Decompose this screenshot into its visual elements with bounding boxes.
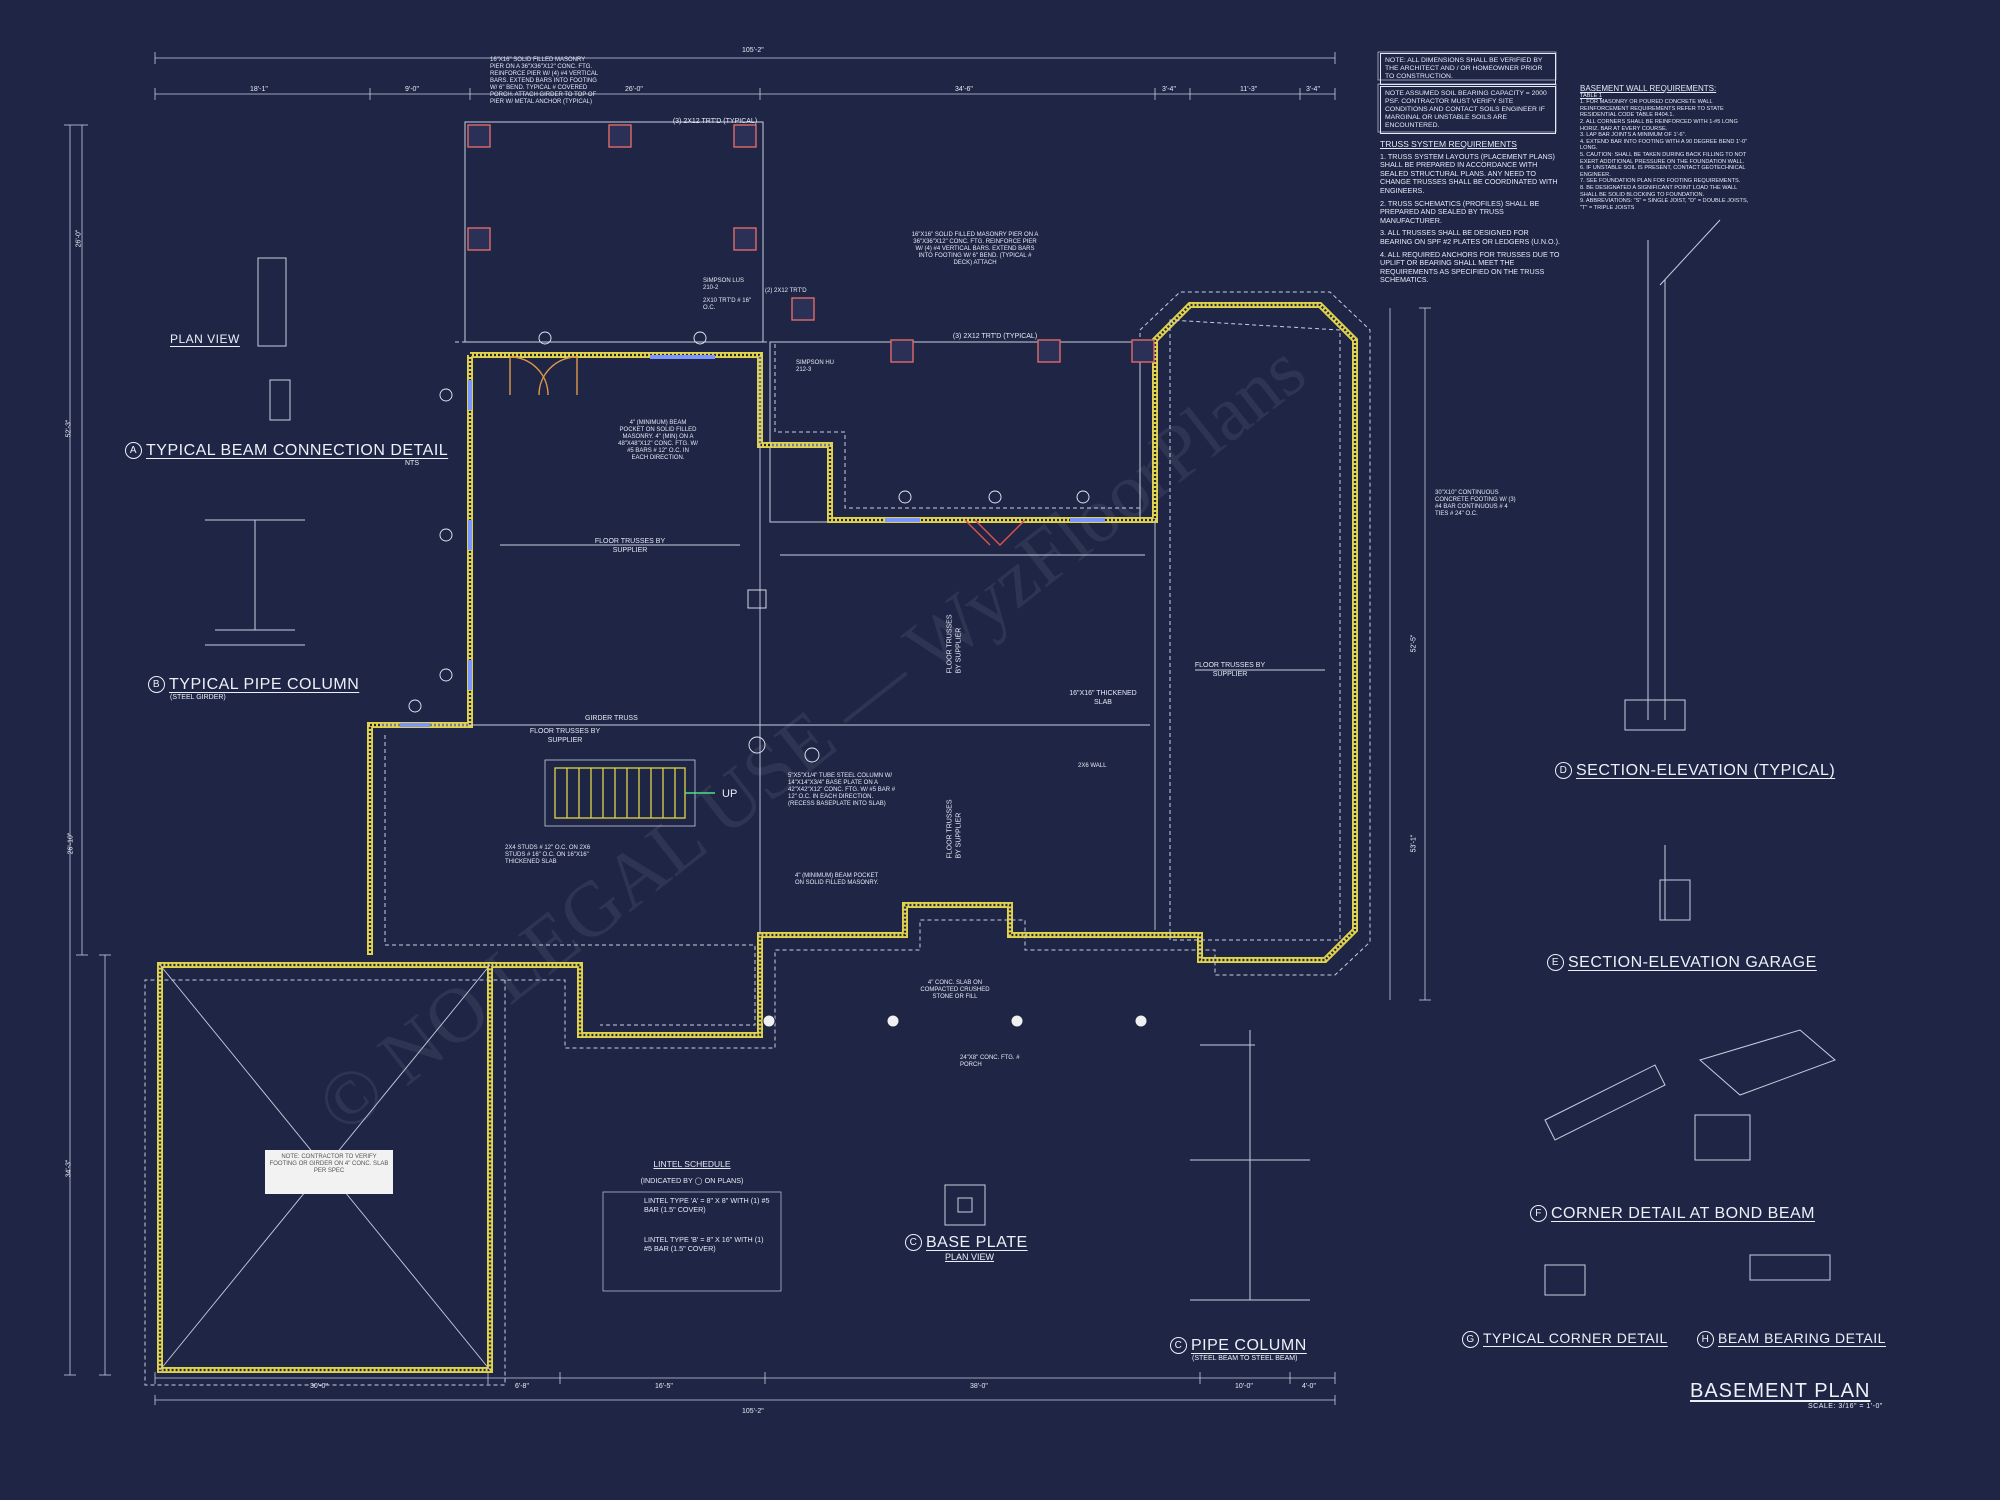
column-markers <box>408 331 1090 763</box>
label-beam-pocket-2: 4" (MINIMUM) BEAM POCKET ON SOLID FILLED… <box>795 873 879 886</box>
dim-bottom-5: 10'-0" <box>1235 1383 1253 1390</box>
dim-overall-bottom: 105'-2" <box>742 1408 764 1415</box>
lintel-type-a: LINTEL TYPE 'A' = 8" X 8" WITH (1) #5 BA… <box>644 1196 770 1214</box>
note-soil-bearing: NOTE ASSUMED SOIL BEARING CAPACITY = 200… <box>1380 86 1556 134</box>
stair <box>554 767 686 819</box>
dim-bottom-6: 4'-0" <box>1302 1383 1316 1390</box>
label-simpson-1: SIMPSON LUS 210-2 <box>703 278 745 291</box>
dim-bottom-3: 16'-5" <box>655 1383 673 1390</box>
wall-note-7: 7. SEE FOUNDATION PLAN FOR FOOTING REQUI… <box>1580 178 1741 185</box>
wall-note-3: 3. LAP BAR JOINTS A MINIMUM OF 1'-6". <box>1580 132 1687 139</box>
dim-left-4: 34'-3" <box>65 1159 73 1178</box>
label-beam-pocket: 4" (MINIMUM) BEAM POCKET ON SOLID FILLED… <box>618 420 698 461</box>
dim-left-2: 52'-3" <box>65 419 73 438</box>
dim-right-2: 53'-1" <box>1410 834 1418 853</box>
dim-top-6: 11'-3" <box>1240 86 1258 93</box>
dim-top-3: 26'-0" <box>625 86 643 93</box>
dim-bottom-2: 6'-8" <box>515 1383 529 1390</box>
label-trtd-typical-1: (3) 2x12 TRT'D (TYPICAL) <box>672 118 758 125</box>
label-floor-trusses-3: FLOOR TRUSSES BY SUPPLIER <box>529 728 601 744</box>
dim-right-1: 52'-5" <box>1410 634 1418 653</box>
dim-top-1: 18'-1" <box>250 86 268 93</box>
dim-left-1: 26'-0" <box>75 229 83 248</box>
wall-note-9: 9. ABBREVIATIONS: "S" = SINGLE JOIST, "D… <box>1580 198 1749 211</box>
wall-requirements-title: BASEMENT WALL REQUIREMENTS: <box>1580 84 1717 93</box>
label-trtd2: (2) 2x12 TRT'D <box>765 288 807 294</box>
label-slab: 4" CONC. SLAB ON COMPACTED CRUSHED STONE… <box>920 980 990 1000</box>
label-simpson-2: SIMPSON HU 212-3 <box>796 360 835 373</box>
wall-note-8: 8. BE DESIGNATED A SIGNIFICANT POINT LOA… <box>1580 184 1738 198</box>
dim-top-7: 3'-4" <box>1306 86 1320 93</box>
label-continuous-footing: 30"x10" CONTINUOUS CONCRETE FOOTING w/ (… <box>1435 490 1516 517</box>
lintel-type-b: LINTEL TYPE 'B' = 8" X 16" WITH (1) #5 B… <box>644 1235 764 1253</box>
wall-note-6: 6. IF UNSTABLE SOIL IS PRESENT, CONTACT … <box>1580 165 1746 178</box>
basement-wall-requirements: BASEMENT WALL REQUIREMENTS: TABLE 1 1. F… <box>1580 84 1755 211</box>
dim-top-4: 34'-6" <box>955 86 973 93</box>
truss-requirements: TRUSS SYSTEM REQUIREMENTS 1. TRUSS SYSTE… <box>1380 140 1560 285</box>
wall-requirements-table: TABLE 1 <box>1580 92 1602 99</box>
truss-note-2: 2. TRUSS SCHEMATICS (PROFILES) SHALL BE … <box>1380 198 1540 225</box>
piers <box>467 124 1155 363</box>
label-masonry-pier-deck: 16"x16" SOLID FILLED MASONRY PIER ON A 3… <box>911 232 1039 266</box>
porch-outline <box>464 121 1141 523</box>
label-girder-truss: GIRDER TRUSS <box>585 715 638 722</box>
truss-note-1: 1. TRUSS SYSTEM LAYOUTS (PLACEMENT PLANS… <box>1380 151 1558 195</box>
truss-note-3: 3. ALL TRUSSES SHALL BE DESIGNED FOR BEA… <box>1380 228 1560 246</box>
label-trtd: 2x10 TRT'D # 16" O.C. <box>703 298 752 311</box>
slab-outline <box>144 291 1371 1386</box>
columns <box>762 1014 1148 1028</box>
note-dimensions: NOTE: ALL DIMENSIONS SHALL BE VERIFIED B… <box>1380 53 1556 85</box>
dim-top-2: 9'-0" <box>405 86 419 93</box>
wall-note-1: 1. FOR MASONRY OR POURED CONCRETE WALL R… <box>1580 99 1724 119</box>
stair-up-label: UP <box>722 788 737 800</box>
label-tube-column: 5"x5"x1/4" TUBE STEEL COLUMN w/ 14"x14"x… <box>788 773 896 807</box>
dim-left-3: 26'-10" <box>67 832 75 855</box>
lintel-schedule: LINTEL SCHEDULE (INDICATED BY ◯ ON PLANS… <box>612 1160 772 1254</box>
drawing-border <box>602 51 1557 1292</box>
label-floor-trusses-1: FLOOR TRUSSES BY SUPPLIER <box>594 538 666 554</box>
note-stamp: NOTE: CONTRACTOR TO VERIFY FOOTING OR GI… <box>265 1150 393 1194</box>
wall-note-4: 4. EXTEND BAR INTO FOOTING WITH A 90 DEG… <box>1580 138 1748 152</box>
dimension-lines <box>64 52 1431 1405</box>
detail-a-plan-view: PLAN VIEW <box>170 332 240 346</box>
label-trtd-typical-2: (3) 2x12 TRT'D (TYPICAL) <box>952 333 1038 340</box>
label-floor-trusses-5: FLOOR TRUSSES BY SUPPLIER <box>946 799 963 859</box>
doors <box>509 356 1026 546</box>
lintel-indicated: (INDICATED BY ◯ ON PLANS) <box>640 1175 744 1185</box>
windows <box>400 355 1105 727</box>
dim-bottom-4: 38'-0" <box>970 1383 988 1390</box>
label-studs: 2x4 STUDS # 12" O.C. ON 2x6 STUDS # 16" … <box>505 845 591 865</box>
label-2x6-wall: 2x6 WALL <box>1078 763 1107 769</box>
truss-note-4: 4. ALL REQUIRED ANCHORS FOR TRUSSES DUE … <box>1380 249 1560 285</box>
wall-note-5: 5. CAUTION: SHALL BE TAKEN DURING BACK F… <box>1580 151 1747 165</box>
dim-top-5: 3'-4" <box>1162 86 1176 93</box>
dim-bottom-1: 30'-0" <box>310 1383 328 1390</box>
sheet-scale: SCALE: 3/16" = 1'-0" <box>1808 1403 1883 1410</box>
label-floor-trusses-4: FLOOR TRUSSES BY SUPPLIER <box>946 614 963 674</box>
truss-requirements-title: TRUSS SYSTEM REQUIREMENTS <box>1380 139 1517 149</box>
dim-overall-top: 105'-2" <box>742 47 764 54</box>
sheet-title: BASEMENT PLAN <box>1690 1380 1871 1402</box>
detail-graphics <box>205 219 1836 1301</box>
label-masonry-pier-porch: 16"x16" SOLID FILLED MASONRY PIER ON A 3… <box>490 57 599 105</box>
lintel-title: LINTEL SCHEDULE <box>653 1159 731 1169</box>
label-thickened-slab: 16"x16" THICKENED SLAB <box>1069 690 1137 706</box>
label-floor-trusses-2: FLOOR TRUSSES BY SUPPLIER <box>1194 662 1266 678</box>
label-porch-footing: 24"x8" CONC. FTG. # PORCH <box>960 1055 1020 1068</box>
wall-note-2: 2. ALL CORNERS SHALL BE REINFORCED WITH … <box>1580 118 1738 132</box>
